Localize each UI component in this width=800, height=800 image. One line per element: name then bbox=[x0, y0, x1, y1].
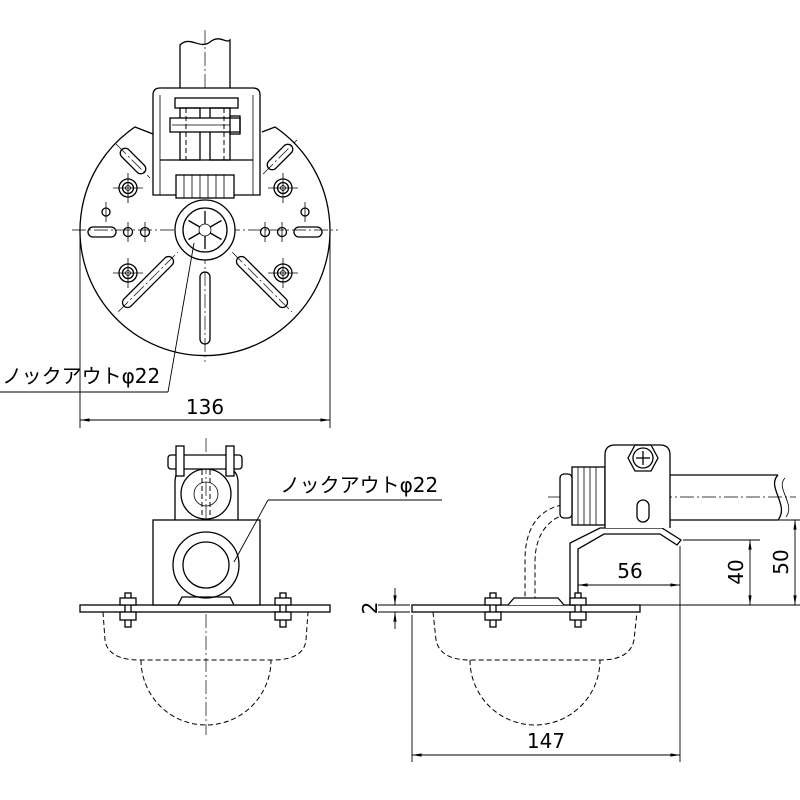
dimension-bracket-height: 40 bbox=[683, 539, 760, 606]
slot-bottom bbox=[199, 271, 211, 345]
clamp-screw-head bbox=[632, 447, 654, 469]
callout-leader bbox=[167, 242, 195, 393]
front-knockout-callout: ノックアウトφ22 bbox=[233, 473, 442, 563]
slot-left bbox=[87, 226, 117, 238]
dimension-value-50: 50 bbox=[769, 549, 793, 574]
dimension-plate-thickness: 2 bbox=[358, 588, 410, 629]
front-view: ノックアウトφ22 bbox=[79, 438, 442, 735]
pipe-break-line bbox=[773, 474, 783, 521]
bolt-nut-bottom bbox=[274, 611, 292, 621]
clamp-top-bar bbox=[167, 454, 243, 470]
bolt-nut-top bbox=[119, 597, 137, 606]
plan-mounting-plate bbox=[79, 126, 331, 357]
knockout-outer-ring bbox=[174, 199, 236, 261]
bolt-nut-top bbox=[569, 597, 587, 606]
plan-knockout bbox=[174, 199, 236, 261]
bolt-nut-top bbox=[274, 597, 292, 606]
front-mounting-plate bbox=[79, 604, 331, 613]
dimension-value-136: 136 bbox=[186, 395, 224, 419]
bolt-shank bbox=[279, 592, 287, 628]
dimension-value-147: 147 bbox=[527, 729, 565, 753]
front-bolt-right bbox=[274, 592, 292, 628]
plan-view: ノックアウトφ22 136 bbox=[0, 30, 338, 428]
clamp-hex-nut bbox=[627, 444, 659, 472]
plan-bolt-hole-lower-left bbox=[113, 258, 143, 288]
knockout-label-plan: ノックアウトφ22 bbox=[2, 364, 160, 388]
front-bolt-left bbox=[119, 592, 137, 628]
nut-body bbox=[175, 174, 235, 199]
slot-right bbox=[293, 226, 323, 238]
dimension-pipe-height: 50 bbox=[640, 519, 800, 606]
side-camera-housing bbox=[432, 611, 638, 661]
bolt-shank bbox=[574, 592, 582, 628]
dimension-value-56: 56 bbox=[617, 559, 642, 583]
side-cable-hidden bbox=[524, 504, 563, 600]
pipe-end-inner bbox=[193, 481, 219, 507]
front-camera-housing bbox=[102, 611, 309, 661]
bolt-shank bbox=[124, 592, 132, 628]
dimension-plate-diameter: 136 bbox=[79, 232, 331, 428]
slot-axis bbox=[262, 139, 298, 175]
bolt-nut-bottom bbox=[484, 611, 502, 621]
side-plate-block bbox=[507, 597, 565, 606]
gland-cap bbox=[559, 473, 573, 519]
dimension-value-2: 2 bbox=[358, 602, 382, 615]
side-view: 2 56 40 50 147 bbox=[358, 444, 800, 762]
clamp-slot bbox=[636, 499, 650, 523]
knockout-label-front: ノックアウトφ22 bbox=[280, 473, 438, 497]
side-camera-dome bbox=[469, 659, 601, 726]
side-cable-hidden bbox=[534, 513, 567, 600]
bolt-nut-top bbox=[484, 597, 502, 606]
bolt-shank bbox=[489, 592, 497, 628]
clamp-bolt-left bbox=[175, 445, 185, 477]
knockout-spoke bbox=[188, 232, 201, 241]
side-bolt-left bbox=[484, 592, 502, 628]
knockout-inner-ring bbox=[182, 207, 228, 253]
plan-knockout-callout: ノックアウトφ22 bbox=[0, 242, 195, 393]
side-pipe-clamp bbox=[604, 444, 671, 528]
side-pipe bbox=[548, 474, 796, 521]
bolt-nut-bottom bbox=[119, 611, 137, 621]
front-gland-nut bbox=[177, 596, 235, 606]
plan-bolt-hole-upper-left bbox=[113, 173, 143, 203]
side-bolt-right bbox=[569, 592, 587, 628]
callout-leader bbox=[233, 499, 269, 563]
plan-bolt-hole-upper-right bbox=[268, 173, 298, 203]
knockout-spoke bbox=[188, 219, 201, 228]
clamp-top-bar bbox=[174, 97, 239, 109]
plan-cable-gland-nut bbox=[175, 174, 235, 199]
side-l-bracket bbox=[569, 527, 682, 606]
plan-bolt-hole-lower-right bbox=[268, 258, 298, 288]
front-knockout-inner bbox=[182, 541, 230, 589]
gland-body bbox=[571, 466, 606, 526]
pipe-break-line bbox=[781, 477, 790, 518]
knockout-spoke bbox=[209, 232, 222, 241]
front-pipe-clamp bbox=[167, 445, 243, 520]
plan-pipe bbox=[179, 38, 231, 88]
dimension-value-40: 40 bbox=[724, 559, 748, 584]
slot-axis bbox=[115, 143, 151, 179]
front-bracket-box bbox=[152, 519, 261, 606]
side-mounting-plate bbox=[411, 604, 641, 613]
knockout-spoke bbox=[209, 219, 222, 228]
dimension-overall-length: 147 bbox=[411, 546, 681, 762]
bolt-nut-bottom bbox=[569, 611, 587, 621]
side-cable-gland bbox=[559, 466, 606, 526]
plan-pipe-clamp bbox=[169, 97, 241, 161]
clamp-bolt-right bbox=[225, 445, 235, 477]
dimension-bracket-offset: 56 bbox=[577, 559, 681, 587]
plan-small-holes bbox=[101, 202, 310, 242]
clamp-jaw-left bbox=[179, 107, 201, 161]
front-knockout-outer bbox=[172, 531, 240, 599]
